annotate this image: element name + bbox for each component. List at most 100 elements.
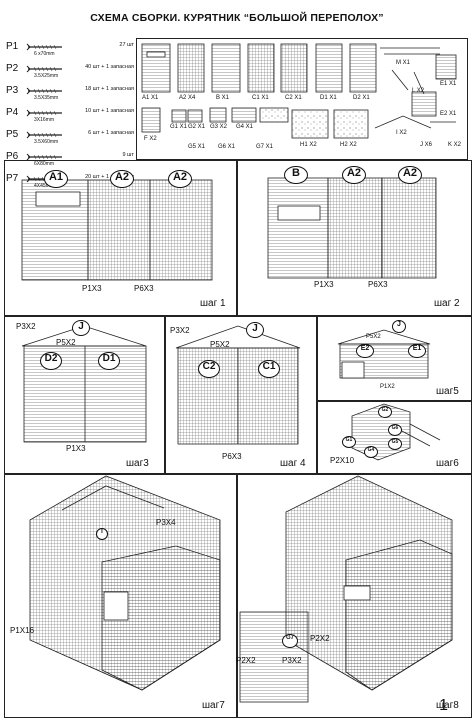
step1-fastener-p6: P6X3 — [134, 284, 154, 293]
step4-circle-j: J — [246, 322, 264, 338]
step-8-label: шаг8 — [436, 700, 459, 711]
step3-circle-d2: D2 — [40, 352, 62, 370]
step6-circle-g1: G1 — [342, 436, 356, 448]
step8-fastener-p2-a: P2X2 — [310, 634, 330, 643]
page-title: СХЕМА СБОРКИ. КУРЯТНИК “БОЛЬШОЙ ПЕРЕПОЛО… — [90, 12, 384, 24]
step7-fastener-p3: P3X4 — [156, 518, 176, 527]
step-2-frame — [236, 160, 472, 316]
fastener-row: P3 3.5X35mm 18 шт + 1 запасная — [4, 84, 134, 106]
panel-label-c1: C1 X1 — [252, 95, 269, 101]
step2-fastener-p6: P6X3 — [368, 280, 388, 289]
step-2-label: шаг 2 — [434, 298, 460, 309]
step2-circle-a2-right: A2 — [398, 166, 422, 184]
step5-circle-j: J — [392, 320, 406, 333]
fastener-code: P5 — [6, 129, 19, 140]
panel-label-j: J X6 — [420, 142, 433, 148]
panel-label-d1: D1 X1 — [320, 95, 337, 101]
screw-icon — [26, 87, 62, 95]
step-5-label: шаг5 — [436, 386, 459, 397]
fastener-code: P4 — [6, 107, 19, 118]
step-1-frame — [4, 160, 238, 316]
step-4-frame — [164, 316, 318, 474]
screw-icon — [26, 65, 62, 73]
fastener-code: P6 — [6, 151, 19, 162]
panel-label-g2: G2 X1 — [188, 124, 206, 130]
panel-label-i: I X2 — [396, 130, 407, 136]
step-6-label: шаг6 — [436, 458, 459, 469]
step4-fastener-p6: P6X3 — [222, 452, 242, 461]
panel-label-g6: G6 X1 — [218, 144, 236, 150]
panel-label-g5: G5 X1 — [188, 144, 206, 150]
page-number: 1 — [439, 697, 448, 714]
panel-label-e1: E1 X1 — [440, 81, 457, 87]
step-7-frame — [4, 474, 238, 718]
step6-circle-g2: G2 — [378, 406, 392, 418]
step6-fastener-p2: P2X10 — [330, 456, 355, 465]
fastener-qty: 18 шт + 1 запасная — [85, 86, 134, 92]
step-6-frame — [316, 400, 472, 474]
step-1-label: шаг 1 — [200, 298, 226, 309]
step8-circle-g7: G7 — [282, 634, 298, 648]
panel-label-a2: A2 X4 — [179, 95, 196, 101]
panel-label-g7: G7 X1 — [256, 144, 274, 150]
fastener-code: P7 — [6, 173, 19, 184]
step1-circle-a1: A1 — [44, 170, 68, 188]
fastener-code: P1 — [6, 41, 19, 52]
step4-fastener-p3: P3X2 — [170, 326, 190, 335]
step3-fastener-p5: P5X2 — [56, 338, 76, 347]
step2-circle-b: B — [284, 166, 308, 184]
step5-fastener-p5: P5X2 — [366, 334, 381, 340]
fastener-size: 3.5X60mm — [34, 139, 59, 145]
step7-circle-i: I — [96, 528, 108, 540]
fastener-row: P1 6 x70mm 27 шт — [4, 40, 134, 62]
panel-label-a1: A1 X1 — [142, 95, 159, 101]
panel-label-d2: D2 X1 — [353, 95, 370, 101]
fastener-qty: 40 шт + 1 запасная — [85, 64, 134, 70]
panel-label-h2: H2 X2 — [340, 142, 357, 148]
fastener-size: 6X80mm — [34, 161, 55, 167]
screw-icon — [26, 43, 62, 51]
step2-fastener-p1: P1X3 — [314, 280, 334, 289]
fastener-qty: 9 шт — [122, 152, 134, 158]
panel-label-b: B X1 — [216, 95, 230, 101]
fastener-size: 6 x70mm — [34, 51, 55, 57]
fastener-size: 3.5X35mm — [34, 95, 59, 101]
panel-label-m: M X1 — [396, 60, 411, 66]
step5-circle-e2: E2 — [356, 344, 374, 358]
panel-label-l: L X2 — [412, 88, 425, 94]
screw-icon — [26, 109, 62, 117]
step6-circle-g5: G5 — [388, 438, 402, 450]
fastener-code: P3 — [6, 85, 19, 96]
screw-icon — [26, 131, 62, 139]
step1-circle-a2-left: A2 — [110, 170, 134, 188]
panel-label-h1: H1 X2 — [300, 142, 317, 148]
step-8-frame — [236, 474, 472, 718]
step2-circle-a2-left: A2 — [342, 166, 366, 184]
step3-circle-d1: D1 — [98, 352, 120, 370]
fastener-qty: 10 шт + 1 запасная — [85, 108, 134, 114]
panel-label-g1: G1 X1 — [170, 124, 188, 130]
panel-inventory — [136, 38, 468, 160]
step-3-label: шаг3 — [126, 458, 149, 469]
step4-circle-c2: C2 — [198, 360, 220, 378]
step-5-frame — [316, 316, 472, 402]
step5-fastener-p1: P1X2 — [380, 384, 395, 390]
fastener-size: 3.5X25mm — [34, 73, 59, 79]
fastener-qty: 27 шт — [119, 42, 134, 48]
step1-circle-a2-right: A2 — [168, 170, 192, 188]
step1-fastener-p1: P1X3 — [82, 284, 102, 293]
panel-label-k: K X2 — [448, 142, 462, 148]
fastener-qty: 20 шт + 1 запасная — [85, 174, 134, 180]
panel-label-g3: G3 X2 — [210, 124, 228, 130]
fastener-row: P6 6X80mm 9 шт — [4, 150, 134, 172]
panel-label-e2: E2 X1 — [440, 111, 457, 117]
step6-circle-g6: G6 — [388, 424, 402, 436]
step7-fastener-p1: P1X16 — [10, 626, 35, 635]
step8-fastener-p3: P3X2 — [282, 656, 302, 665]
step4-circle-c1: C1 — [258, 360, 280, 378]
panel-label-c2: C2 X1 — [285, 95, 302, 101]
step5-circle-e1: E1 — [408, 344, 426, 358]
step-3-frame — [4, 316, 166, 474]
